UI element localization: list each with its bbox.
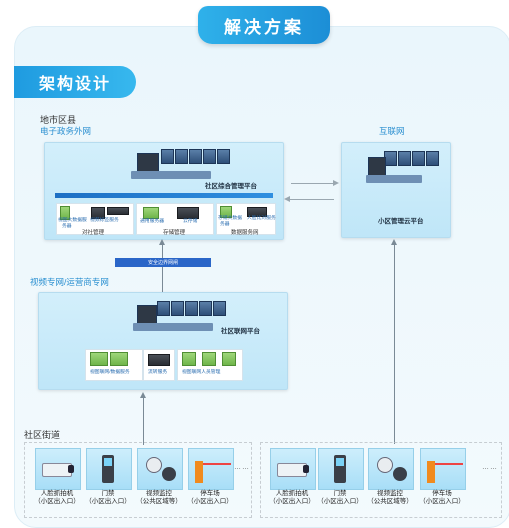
face-camera-device — [35, 448, 81, 490]
parking-barrier-device — [188, 448, 234, 490]
monitor-wall-icon — [384, 151, 439, 166]
connector-line — [394, 244, 395, 444]
monitor-wall-icon — [161, 149, 230, 164]
gov-network-label: 电子政务外网 — [40, 126, 92, 136]
video-network-label: 视频专网/运营商专网 — [30, 277, 109, 287]
module-caption: 通用服务器 — [140, 219, 164, 224]
server-icon — [107, 207, 129, 215]
more-devices-dots: …… — [234, 464, 250, 471]
security-gateway-bar: 安全边界网闸 — [115, 258, 211, 267]
arrow-up — [159, 239, 165, 245]
main-platform-box: 社区综合管理平台 视图大数据服 视频标签服务 务器 对社管理 通用服务器 云存储… — [44, 142, 284, 240]
more-devices-dots: …… — [482, 464, 498, 471]
module-caption: 务器 — [220, 222, 230, 227]
server-icon — [247, 207, 267, 217]
dome-camera-device — [137, 448, 183, 490]
connector-line — [162, 244, 163, 258]
module-caption: 视图联网人员管理 — [182, 370, 221, 375]
region-street-label: 社区街道 — [24, 430, 61, 440]
module-caption: 存储大数据 — [218, 216, 242, 221]
device-group-right — [260, 442, 502, 518]
server-icon — [202, 352, 216, 366]
access-terminal-device — [86, 448, 132, 490]
arrow-up — [140, 392, 146, 398]
device-caption: 视频监控（公共区域等） — [136, 490, 182, 505]
arrow-right — [333, 180, 339, 186]
server-icon — [222, 352, 236, 366]
background-panel — [14, 26, 509, 528]
server-icon — [220, 206, 232, 218]
module-caption: 流转服务 — [148, 370, 168, 375]
access-terminal-device — [318, 448, 364, 490]
module-title: 存储管理 — [163, 230, 186, 236]
device-group-left — [24, 442, 252, 518]
device-caption: 停车场（小区出入口） — [419, 490, 465, 505]
device-caption: 门禁（小区出入口） — [85, 490, 131, 505]
device-caption: 停车场（小区出入口） — [187, 490, 233, 505]
arrow-left — [284, 196, 290, 202]
module-personnel-management: 视图联网人员管理 — [177, 349, 243, 381]
module-relay-service: 流转服务 — [143, 349, 175, 381]
storage-icon — [177, 207, 199, 219]
monitor-wall-icon — [157, 301, 226, 316]
server-icon — [90, 352, 108, 366]
server-icon — [110, 352, 128, 366]
server-icon — [148, 354, 170, 366]
module-caption: 人脸比对服务 — [247, 216, 276, 221]
console-desk-icon — [133, 323, 213, 331]
iot-platform-box: 社区联网平台 视图联网/数据服务 流转服务 视图联网人员管理 — [38, 292, 288, 390]
device-caption: 视频监控（公共区域等） — [367, 490, 413, 505]
device-caption: 人脸抓拍机（小区出入口） — [269, 490, 315, 505]
device-caption: 人脸抓拍机（小区出入口） — [34, 490, 80, 505]
connector-line — [291, 183, 333, 184]
cloud-platform-label: 小区管理云平台 — [378, 218, 424, 225]
server-icon — [91, 207, 105, 219]
platform-bus — [55, 193, 273, 198]
parking-barrier-device — [420, 448, 466, 490]
connector-line — [143, 397, 144, 445]
module-storage-management: 通用服务器 云存储 存储管理 — [136, 203, 214, 236]
server-icon — [143, 207, 159, 219]
connector-line — [290, 199, 334, 200]
arrow-up — [391, 239, 397, 245]
connector-line — [162, 267, 163, 292]
region-city-label: 地市区县 — [40, 115, 77, 125]
module-caption: 云存储 — [183, 219, 198, 224]
module-caption: 视图大数据服 — [58, 218, 87, 223]
module-caption: 视频标签服务 — [90, 218, 119, 223]
internet-label: 互联网 — [379, 126, 405, 136]
module-caption: 务器 — [62, 224, 72, 229]
dome-camera-device — [368, 448, 414, 490]
device-caption: 门禁（小区出入口） — [317, 490, 363, 505]
module-view-networking: 视图联网/数据服务 — [85, 349, 143, 381]
server-icon — [182, 352, 196, 366]
module-title: 数据服务网 — [231, 230, 259, 236]
section-title: 架构设计 — [14, 66, 136, 98]
module-title: 对社管理 — [82, 230, 105, 236]
face-camera-device — [270, 448, 316, 490]
module-society-management: 视图大数据服 视频标签服务 务器 对社管理 — [56, 203, 134, 236]
server-icon — [60, 206, 70, 220]
console-desk-icon — [366, 175, 422, 183]
banner-title: 解决方案 — [198, 6, 330, 44]
console-desk-icon — [131, 171, 211, 179]
iot-platform-label: 社区联网平台 — [221, 328, 260, 335]
cloud-platform-box: 小区管理云平台 — [341, 142, 451, 238]
module-caption: 视图联网/数据服务 — [90, 370, 130, 375]
module-data-service: 存储大数据 人脸比对服务 务器 数据服务网 — [216, 203, 276, 236]
main-platform-label: 社区综合管理平台 — [205, 183, 257, 190]
